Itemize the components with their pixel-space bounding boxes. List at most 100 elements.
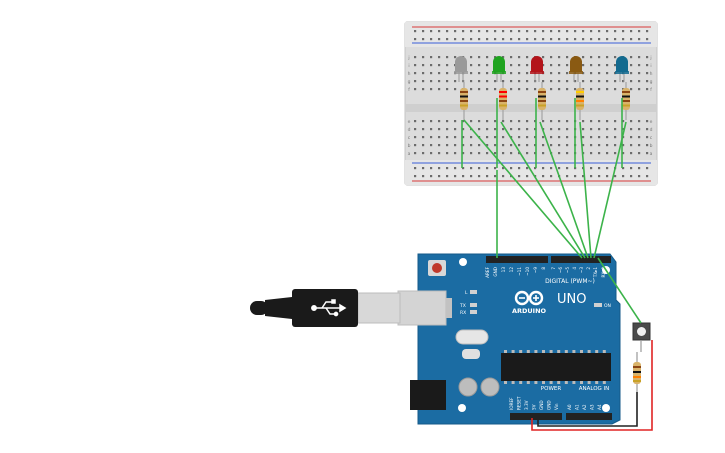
breadboard-hole	[614, 136, 617, 139]
led-body[interactable]	[531, 56, 543, 72]
mounting-hole	[458, 404, 466, 412]
breadboard-hole	[486, 30, 489, 33]
resistor-band	[499, 100, 507, 102]
breadboard-hole	[478, 120, 481, 123]
breadboard-hole	[582, 72, 585, 75]
wire-led1[interactable]	[463, 119, 583, 259]
chip-pin	[595, 350, 599, 353]
breadboard-hole	[438, 38, 441, 41]
breadboard-hole	[502, 152, 505, 155]
pushbutton[interactable]	[632, 322, 651, 352]
breadboard-hole	[422, 72, 425, 75]
breadboard-hole	[590, 72, 593, 75]
chip-pin	[564, 350, 568, 353]
breadboard-hole	[638, 167, 641, 170]
wire-led2[interactable]	[500, 121, 586, 259]
breadboard-hole	[614, 144, 617, 147]
breadboard-hole	[486, 56, 489, 59]
breadboard-hole	[486, 144, 489, 147]
breadboard-hole	[534, 136, 537, 139]
breadboard-hole	[470, 38, 473, 41]
resistor-band	[499, 91, 507, 93]
breadboard-hole	[462, 136, 465, 139]
chip-pin	[587, 350, 591, 353]
breadboard-hole	[526, 30, 529, 33]
top-pin-label: ~5	[565, 267, 570, 274]
breadboard-hole	[454, 80, 457, 83]
digital-header-label: DIGITAL (PWM~)	[545, 278, 595, 285]
breadboard-hole	[462, 152, 465, 155]
breadboard-hole	[470, 144, 473, 147]
breadboard-hole	[486, 88, 489, 91]
row-letter: a	[408, 152, 411, 157]
microcontroller-chip	[501, 353, 611, 381]
led-3[interactable]	[530, 56, 544, 82]
breadboard-hole	[534, 144, 537, 147]
dc-power-jack[interactable]	[410, 380, 446, 410]
row-letter: d	[408, 127, 411, 133]
breadboard-hole	[590, 167, 593, 170]
led-rim	[454, 71, 468, 74]
breadboard-hole	[526, 64, 529, 67]
resistor-band	[576, 104, 584, 107]
breadboard-hole	[614, 56, 617, 59]
breadboard-hole	[606, 56, 609, 59]
breadboard-hole	[422, 144, 425, 147]
breadboard-hole	[446, 72, 449, 75]
chip-pin	[534, 381, 538, 384]
breadboard-hole	[542, 175, 545, 178]
led-2[interactable]	[492, 56, 506, 82]
breadboard-hole	[486, 80, 489, 83]
breadboard-hole	[438, 167, 441, 170]
led-5[interactable]	[615, 56, 629, 82]
usb-port[interactable]	[397, 290, 447, 326]
breadboard-hole	[470, 152, 473, 155]
wire-led5[interactable]	[593, 121, 627, 259]
breadboard-hole	[598, 136, 601, 139]
led-4[interactable]	[569, 56, 583, 82]
resistor-band	[499, 104, 507, 107]
breadboard-hole	[446, 80, 449, 83]
power-header	[510, 413, 562, 420]
pushbutton-cap[interactable]	[637, 327, 646, 336]
wire-5v[interactable]	[531, 340, 653, 431]
breadboard-hole	[438, 175, 441, 178]
top-pin-label: ~11	[517, 267, 522, 276]
breadboard-hole	[430, 152, 433, 155]
wire-led4[interactable]	[579, 121, 592, 259]
breadboard-hole	[646, 128, 649, 131]
led-body[interactable]	[493, 56, 505, 72]
breadboard-hole	[518, 80, 521, 83]
breadboard-hole	[638, 56, 641, 59]
led-group	[454, 56, 630, 120]
breadboard-hole	[526, 144, 529, 147]
usb-port-back	[446, 298, 452, 318]
breadboard-hole	[598, 175, 601, 178]
breadboard-hole	[534, 88, 537, 91]
wire-led3[interactable]	[539, 121, 589, 259]
resistor-band	[538, 91, 546, 93]
chip-pin	[564, 381, 568, 384]
led-body[interactable]	[616, 56, 628, 72]
breadboard-hole	[502, 175, 505, 178]
led-body[interactable]	[455, 56, 467, 72]
breadboard-hole	[502, 38, 505, 41]
led-body[interactable]	[570, 56, 582, 72]
reset-button-cap[interactable]	[432, 263, 442, 273]
breadboard-hole	[638, 152, 641, 155]
breadboard-hole	[606, 175, 609, 178]
breadboard-hole	[646, 30, 649, 33]
breadboard-hole	[494, 144, 497, 147]
led-1[interactable]	[454, 56, 468, 82]
mounting-hole	[602, 404, 610, 412]
resistor-1	[460, 82, 468, 120]
breadboard-hole	[550, 120, 553, 123]
breadboard-hole	[638, 144, 641, 147]
wire-gnd[interactable]	[537, 392, 638, 427]
breadboard-hole	[526, 56, 529, 59]
breadboard-hole	[518, 72, 521, 75]
wire-button-signal[interactable]	[597, 257, 642, 324]
